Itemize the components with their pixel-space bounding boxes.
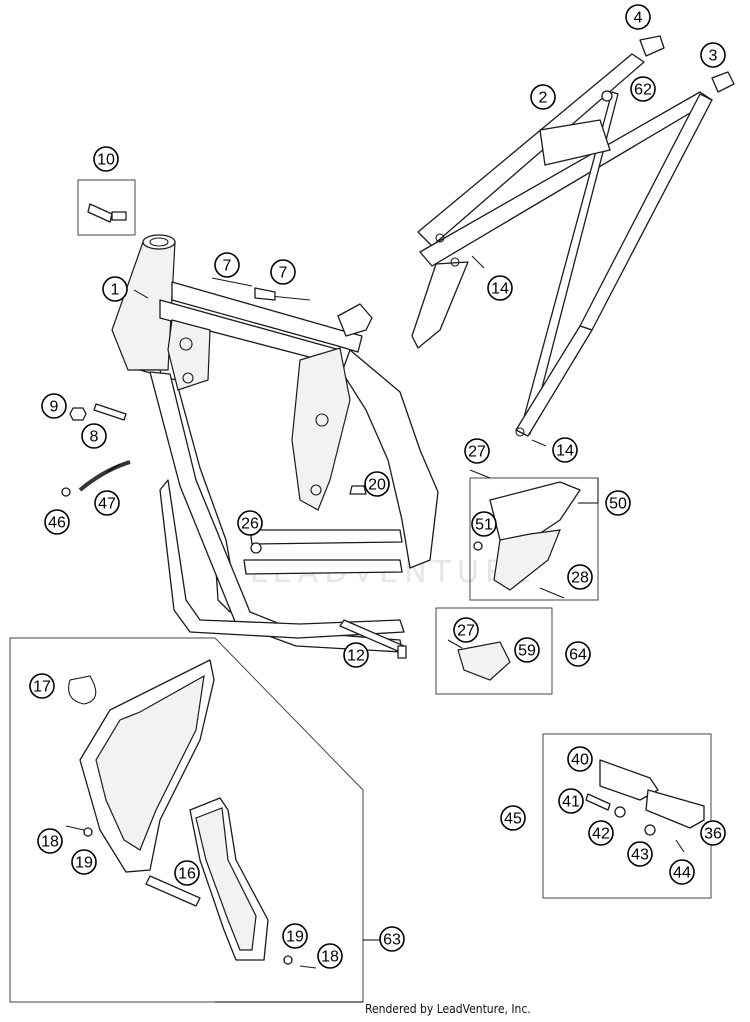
callout-label: 51	[475, 517, 493, 534]
callout-label: 26	[241, 516, 259, 533]
callout-28: 28	[567, 564, 593, 590]
callout-2: 2	[530, 84, 556, 110]
callout-label: 43	[631, 847, 649, 864]
credit-text: Rendered by LeadVenture, Inc.	[365, 1002, 531, 1016]
callout-64: 64	[565, 641, 591, 667]
callout-label: 64	[569, 647, 587, 664]
callout-43: 43	[627, 841, 653, 867]
callout-42: 42	[588, 820, 614, 846]
callout-9: 9	[41, 393, 67, 419]
box-45	[542, 733, 712, 899]
kit-boxes	[9, 179, 712, 1003]
callout-label: 59	[518, 643, 536, 660]
callout-63: 63	[379, 926, 405, 952]
callout-17: 17	[29, 673, 55, 699]
callout-44: 44	[669, 859, 695, 885]
callout-label: 7	[279, 265, 288, 282]
callout-1: 1	[102, 276, 128, 302]
callout-label: 19	[75, 855, 93, 872]
callout-label: 7	[223, 258, 232, 275]
callout-label: 28	[571, 570, 589, 587]
callout-18b: 18	[317, 943, 343, 969]
box-64	[435, 607, 553, 695]
callout-47: 47	[94, 490, 120, 516]
subframe	[411, 35, 735, 447]
callout-label: 36	[704, 826, 722, 843]
callout-19a: 19	[71, 849, 97, 875]
footpegs	[585, 759, 705, 853]
callout-label: 1	[111, 282, 120, 299]
small-parts	[61, 203, 407, 659]
callout-59: 59	[514, 637, 540, 663]
callout-label: 44	[673, 865, 691, 882]
callout-label: 45	[504, 811, 522, 828]
callout-label: 50	[609, 496, 627, 513]
callout-19b: 19	[282, 923, 308, 949]
callout-label: 40	[571, 752, 589, 769]
callout-label: 27	[468, 444, 486, 461]
callout-8: 8	[81, 423, 107, 449]
box-10	[77, 179, 136, 236]
callout-label: 18	[41, 834, 59, 851]
callout-label: 41	[562, 794, 580, 811]
callout-label: 9	[50, 399, 59, 416]
callout-label: 16	[178, 866, 196, 883]
main-frame	[111, 234, 439, 653]
callout-label: 12	[347, 648, 365, 665]
callout-41: 41	[558, 788, 584, 814]
callout-51: 51	[471, 511, 497, 537]
box-63	[9, 637, 364, 1003]
callout-label: 3	[709, 48, 718, 65]
chain-guide	[469, 469, 581, 599]
callout-27b: 27	[453, 617, 479, 643]
callout-label: 19	[286, 929, 304, 946]
callout-20: 20	[364, 471, 390, 497]
frame-protectors	[65, 659, 317, 969]
callout-7a: 7	[214, 252, 240, 278]
leader-lines	[106, 289, 599, 1003]
callout-36: 36	[700, 820, 726, 846]
callout-62: 62	[630, 76, 656, 102]
callout-label: 46	[48, 515, 66, 532]
chain-slider	[447, 639, 511, 681]
callout-label: 27	[457, 623, 475, 640]
callout-label: 18	[321, 949, 339, 966]
callout-label: 63	[383, 932, 401, 949]
box-50	[469, 477, 599, 601]
callout-label: 8	[90, 429, 99, 446]
callout-label: 17	[33, 679, 51, 696]
callout-16: 16	[174, 860, 200, 886]
callout-45: 45	[500, 805, 526, 831]
callout-label: 10	[97, 152, 115, 169]
callout-7b: 7	[270, 259, 296, 285]
callout-12: 12	[343, 642, 369, 668]
callout-label: 14	[556, 443, 574, 460]
callout-14b: 14	[552, 437, 578, 463]
callout-4: 4	[625, 4, 651, 30]
callout-26: 26	[237, 510, 263, 536]
callout-label: 20	[368, 477, 386, 494]
callout-label: 42	[592, 826, 610, 843]
callout-10: 10	[93, 146, 119, 172]
callout-label: 62	[634, 82, 652, 99]
callout-label: 2	[539, 90, 548, 107]
callout-label: 4	[634, 10, 643, 27]
callout-46: 46	[44, 509, 70, 535]
callout-label: 14	[491, 281, 509, 298]
callout-14a: 14	[487, 275, 513, 301]
callout-40: 40	[567, 746, 593, 772]
callout-27a: 27	[464, 438, 490, 464]
callout-3: 3	[700, 42, 726, 68]
callout-50: 50	[605, 490, 631, 516]
callout-label: 47	[98, 496, 116, 513]
callout-18a: 18	[37, 828, 63, 854]
